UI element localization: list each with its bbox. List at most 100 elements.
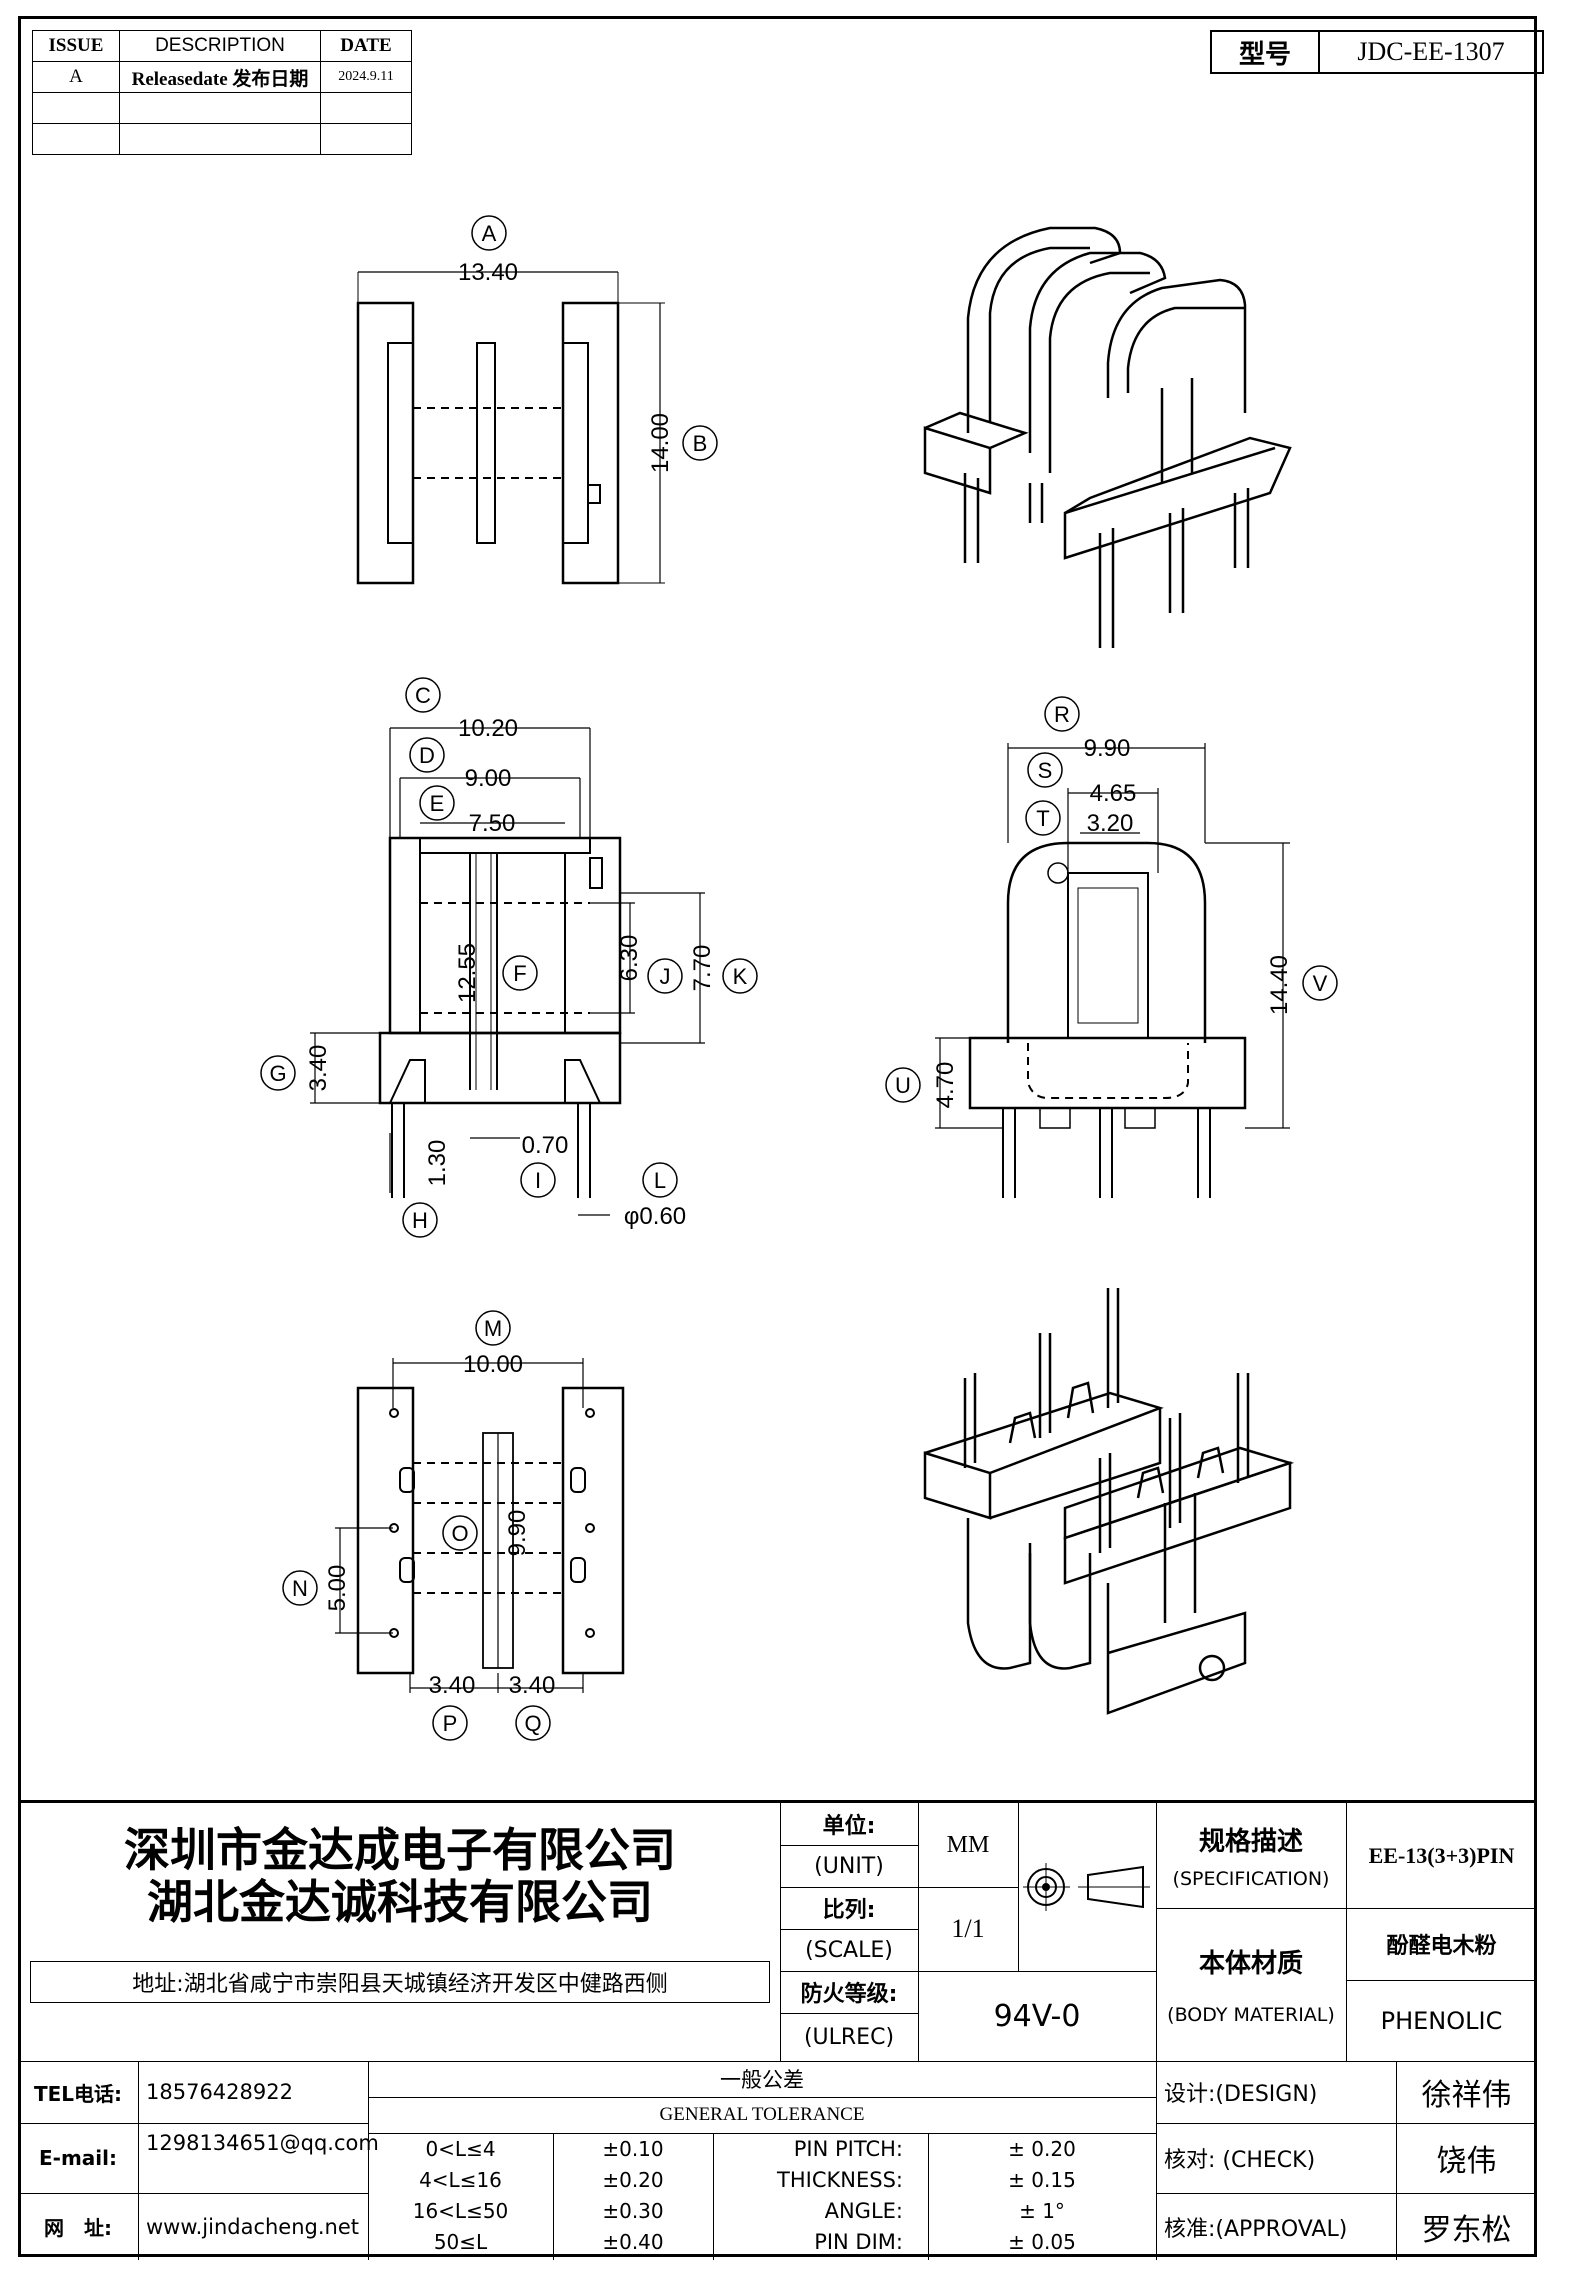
svg-text:T: T	[1036, 806, 1049, 831]
dim-j-value: 6.30	[616, 935, 643, 982]
svg-text:S: S	[1038, 758, 1053, 783]
rev-empty-cell	[119, 123, 321, 155]
rev-empty-cell	[320, 123, 412, 155]
tolerance-item-value: ± 0.15	[1008, 2168, 1076, 2192]
dim-u-value: 4.70	[932, 1062, 959, 1109]
dim-f-value: 12.55	[454, 943, 481, 1003]
tolerance-item: ANGLE:	[824, 2199, 903, 2223]
material-value-en: PHENOLIC	[1380, 2006, 1503, 2035]
ul-cn: 防火等级:	[800, 1982, 898, 2007]
rev-header-date: DATE	[320, 30, 412, 62]
dim-d-value: 9.00	[465, 765, 512, 792]
drawing-frame	[18, 16, 1537, 2257]
check-name: 饶伟	[1436, 2144, 1497, 2179]
tolerance-range: 50≤L	[433, 2230, 488, 2254]
tolerance-value: ±0.40	[602, 2230, 664, 2254]
tolerance-item: THICKNESS:	[777, 2168, 903, 2192]
svg-text:Q: Q	[524, 1711, 541, 1736]
svg-text:U: U	[895, 1073, 911, 1098]
model-label: 型号	[1212, 32, 1320, 72]
top-view: A B	[356, 215, 718, 585]
company-name-2: 湖北金达诚科技有限公司	[147, 1874, 653, 1929]
svg-text:D: D	[419, 743, 435, 768]
svg-text:N: N	[292, 1576, 308, 1601]
dim-s-value: 4.65	[1090, 780, 1137, 807]
unit-en: (UNIT)	[814, 1853, 884, 1879]
tel-label: TEL电话:	[33, 2081, 123, 2106]
svg-text:F: F	[513, 961, 526, 986]
web-label: 网 址:	[44, 2216, 112, 2240]
design-label: 设计:(DESIGN)	[1164, 2082, 1318, 2107]
dim-t-value: 3.20	[1087, 810, 1134, 837]
dim-g-value: 3.40	[305, 1045, 332, 1092]
tolerance-range: 0<L≤4	[425, 2137, 496, 2161]
revision-table: ISSUE DESCRIPTION DATE A Releasedate 发布日…	[32, 30, 412, 155]
svg-text:K: K	[733, 964, 748, 989]
material-en: (BODY MATERIAL)	[1167, 2004, 1335, 2026]
svg-text:A: A	[482, 221, 497, 246]
tolerance-item-value: ± 0.05	[1008, 2230, 1076, 2254]
svg-text:V: V	[1313, 971, 1328, 996]
isometric-view-bottom	[923, 1288, 1295, 1715]
dim-r-value: 9.90	[1084, 735, 1131, 762]
tel-value: 18576428922	[146, 2080, 293, 2104]
dim-e-value: 7.50	[469, 810, 516, 837]
svg-text:O: O	[451, 1521, 468, 1546]
rev-empty-cell	[119, 92, 321, 124]
dim-m-value: 10.00	[463, 1351, 523, 1378]
model-value: JDC-EE-1307	[1357, 37, 1505, 66]
tolerance-value: ±0.30	[602, 2199, 664, 2223]
dim-c-value: 10.20	[458, 715, 518, 742]
spec-value: EE-13(3+3)PIN	[1368, 1842, 1515, 1868]
company-name-1: 深圳市金达成电子有限公司	[124, 1822, 676, 1877]
web-value[interactable]: www.jindacheng.net	[146, 2214, 360, 2239]
material-cn: 本体材质	[1198, 1949, 1303, 1979]
ul-en: (ULREC)	[803, 2024, 895, 2050]
scale-cn: 比列:	[822, 1898, 876, 1923]
side-view: C D E F G H I J K L	[260, 677, 758, 1238]
rev-header-description: DESCRIPTION	[119, 30, 321, 62]
svg-text:G: G	[269, 1061, 286, 1086]
dim-k-value: 7.70	[689, 945, 716, 992]
tolerance-value: ±0.20	[602, 2168, 664, 2192]
svg-text:J: J	[660, 964, 671, 989]
tolerance-rows: 0<L≤4 ±0.10 PIN PITCH: ± 0.20 4<L≤16 ±0.…	[368, 2133, 1156, 2260]
dim-a-value: 13.40	[458, 259, 518, 286]
material-value-cn: 酚醛电木粉	[1386, 1934, 1497, 1959]
tolerance-range: 4<L≤16	[419, 2168, 502, 2192]
svg-text:H: H	[412, 1208, 428, 1233]
scale-value: 1/1	[951, 1914, 985, 1943]
tolerance-title-cn: 一般公差	[720, 2068, 804, 2092]
rev-empty-cell	[32, 123, 120, 155]
title-block: 深圳市金达成电子有限公司 湖北金达诚科技有限公司 地址:湖北省咸宁市崇阳县天城镇…	[18, 1800, 1537, 2260]
svg-text:L: L	[654, 1168, 666, 1193]
projection-symbol-icon	[1023, 1863, 1150, 1911]
dim-v-value: 14.40	[1266, 955, 1293, 1015]
dim-h-value: 1.30	[424, 1140, 451, 1187]
dim-l-value: φ0.60	[624, 1203, 686, 1230]
design-name: 徐祥伟	[1421, 2078, 1512, 2113]
email-label: E-mail:	[38, 2146, 117, 2170]
tolerance-item-value: ± 1°	[1019, 2199, 1065, 2223]
dim-o-value: 9.90	[504, 1510, 531, 1557]
svg-text:I: I	[535, 1168, 541, 1193]
svg-text:B: B	[693, 431, 708, 456]
model-box: 型号 JDC-EE-1307	[1210, 30, 1544, 74]
ul-value: 94V-0	[993, 1998, 1081, 2034]
dim-q-value: 3.40	[509, 1672, 556, 1699]
dim-n-value: 5.00	[324, 1565, 351, 1612]
bottom-view: M O N P Q	[282, 1310, 625, 1741]
check-label: 核对: (CHECK)	[1164, 2148, 1316, 2173]
tolerance-title-en: GENERAL TOLERANCE	[659, 2104, 865, 2125]
dim-b-value: 14.00	[647, 413, 674, 473]
tolerance-item: PIN DIM:	[814, 2230, 903, 2254]
approval-label: 核准:(APPROVAL)	[1164, 2216, 1348, 2242]
company-address: 地址:湖北省咸宁市崇阳县天城镇经济开发区中健路西侧	[30, 1961, 770, 2003]
svg-text:E: E	[430, 791, 445, 816]
tolerance-item-value: ± 0.20	[1008, 2137, 1076, 2161]
rev-date: 2024.9.11	[320, 61, 412, 93]
unit-value: MM	[946, 1831, 990, 1858]
approval-name: 罗东松	[1421, 2212, 1512, 2248]
technical-drawing: A B 13.40 14.00	[260, 215, 1338, 1741]
email-value[interactable]: 1298134651@qq.com	[146, 2131, 379, 2155]
